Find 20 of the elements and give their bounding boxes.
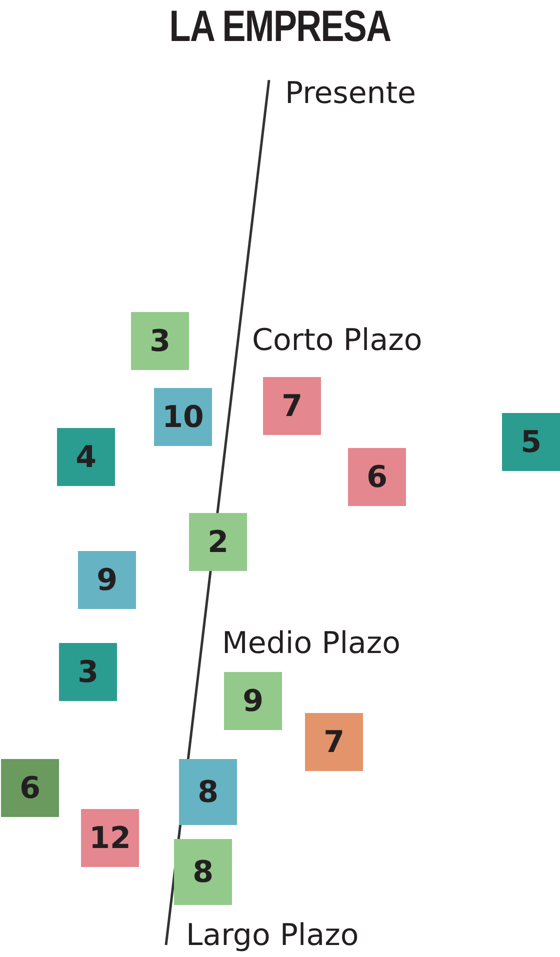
number-tile: 8	[174, 839, 232, 905]
number-tile: 9	[224, 672, 282, 730]
number-tile: 7	[305, 713, 363, 771]
number-tile: 12	[81, 809, 139, 867]
timeline-label: Largo Plazo	[186, 918, 359, 953]
title: LA EMPRESA	[168, 2, 392, 52]
timeline-label: Medio Plazo	[222, 626, 401, 661]
number-tile: 9	[78, 551, 136, 609]
number-tile: 10	[154, 388, 212, 446]
number-tile: 6	[1, 759, 59, 817]
number-tile: 8	[179, 759, 237, 825]
number-tile: 3	[59, 643, 117, 701]
number-tile: 4	[57, 428, 115, 486]
number-tile: 6	[348, 448, 406, 506]
number-tile: 3	[131, 312, 189, 370]
number-tile: 2	[189, 513, 247, 571]
timeline-label: Presente	[285, 76, 416, 111]
number-tile: 5	[502, 413, 560, 471]
timeline-label: Corto Plazo	[252, 323, 422, 358]
number-tile: 7	[263, 377, 321, 435]
